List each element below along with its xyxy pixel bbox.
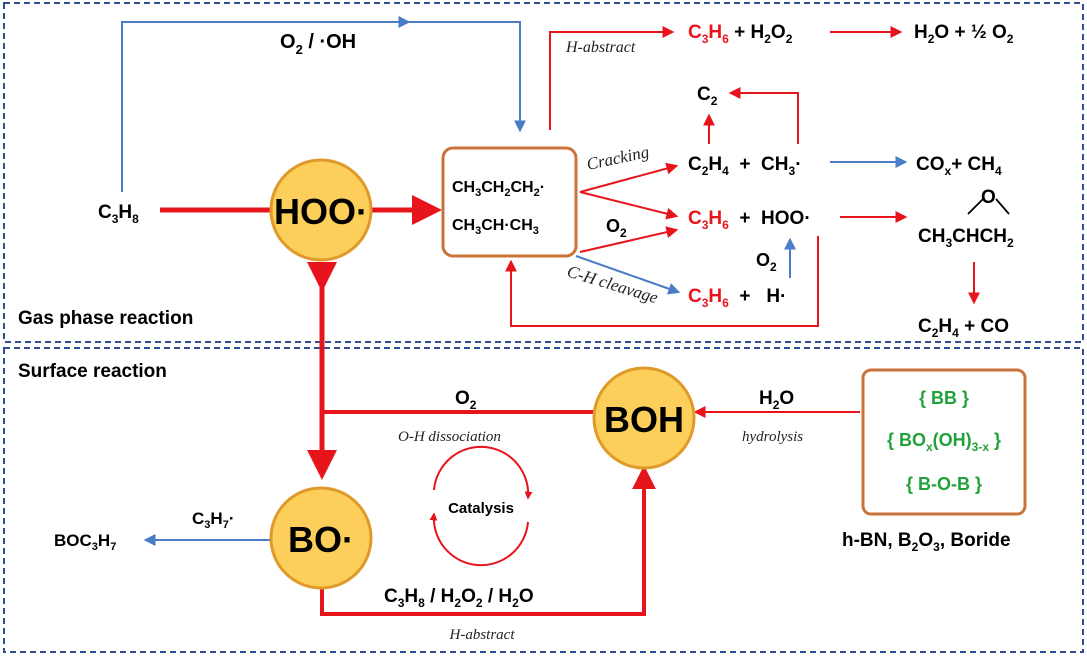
o2-small-label: O2 (756, 250, 777, 274)
top-product-label: C3H6 + H2O2 (688, 22, 793, 46)
radical-box (441, 146, 578, 258)
c2-label: C2 (697, 84, 718, 108)
arrow-ch3-to-c2 (728, 87, 799, 144)
catalysis-cycle-top (433, 445, 533, 500)
bottom-reactants-label: C3H8 / H2O2 / H2O (384, 586, 534, 610)
hoo-node (269, 158, 373, 262)
arrow-blue-top-loop-a (121, 16, 411, 192)
h-abstract-label: H-abstract (565, 39, 636, 56)
cracking-label: Cracking (585, 142, 651, 174)
arrow-bo-to-boh (320, 465, 656, 616)
catalyst-bb: { BB } (919, 388, 969, 408)
arrow-h-abstract (549, 26, 675, 130)
arrow-o2-to-c3h6 (579, 226, 679, 253)
surface-label: Surface reaction (18, 361, 167, 382)
arrow-cracking (579, 162, 679, 193)
bo-node (269, 486, 373, 590)
gas-phase-label: Gas phase reaction (18, 308, 193, 329)
catalyst-bob: { B-O-B } (906, 474, 982, 494)
o2-oh-label: O2 / ·OH (280, 31, 356, 57)
o2-mid-label: O2 (606, 216, 627, 240)
boc3h7-label: BOC3H7 (54, 531, 116, 553)
arrow-ch-cleavage (575, 255, 681, 295)
bo-label: BO· (288, 519, 354, 560)
radical-line-1: CH3CH2CH2· (452, 179, 545, 199)
c3h6-h-label: C3H6 + H· (688, 286, 786, 310)
boh-label: BOH (604, 399, 684, 440)
c2h4-co-label: C2H4 + CO (918, 316, 1009, 340)
catalysis-label: Catalysis (448, 500, 514, 517)
c2h4-ch3-label: C2H4 + CH3· (688, 154, 802, 178)
surface-panel (3, 347, 1084, 653)
hydrolysis-label: hydrolysis (742, 429, 803, 445)
surface-o2-label: O2 (455, 388, 477, 412)
epoxide-bond-left (967, 198, 984, 215)
catalysis-cycle-bottom (429, 512, 529, 567)
epoxide-label: CH3CHCH2 (918, 226, 1014, 250)
catalyst-names-label: h-BN, B2O3, Boride (842, 530, 1011, 554)
oh-dissociation-label: O-H dissociation (398, 429, 501, 445)
surface-h2o-label: H2O (759, 388, 794, 412)
catalyst-boxoh: { BOx(OH)3-x } (887, 430, 1001, 454)
c3h8-label: C3H8 (98, 202, 139, 226)
hoo-label: HOO· (274, 191, 368, 232)
water-half-label: H2O + ½ O2 (914, 22, 1014, 46)
c3h7-label: C3H7· (192, 509, 234, 531)
cox-ch4-label: COx+ CH4 (916, 154, 1002, 178)
bottom-h-abstract-label: H-abstract (449, 627, 516, 643)
arrow-to-c3h6-hoo (579, 191, 679, 220)
arrow-blue-top-loop-b (408, 21, 526, 133)
boh-node (592, 366, 696, 470)
epoxide-o-label: O (981, 187, 996, 208)
c3h6-hoo-label: C3H6 + HOO· (688, 208, 811, 232)
catalyst-box (861, 368, 1027, 516)
epoxide-bond-right (995, 198, 1010, 215)
arrow-return-loop (505, 236, 819, 327)
radical-line-2: CH3CH·CH3 (452, 217, 539, 237)
